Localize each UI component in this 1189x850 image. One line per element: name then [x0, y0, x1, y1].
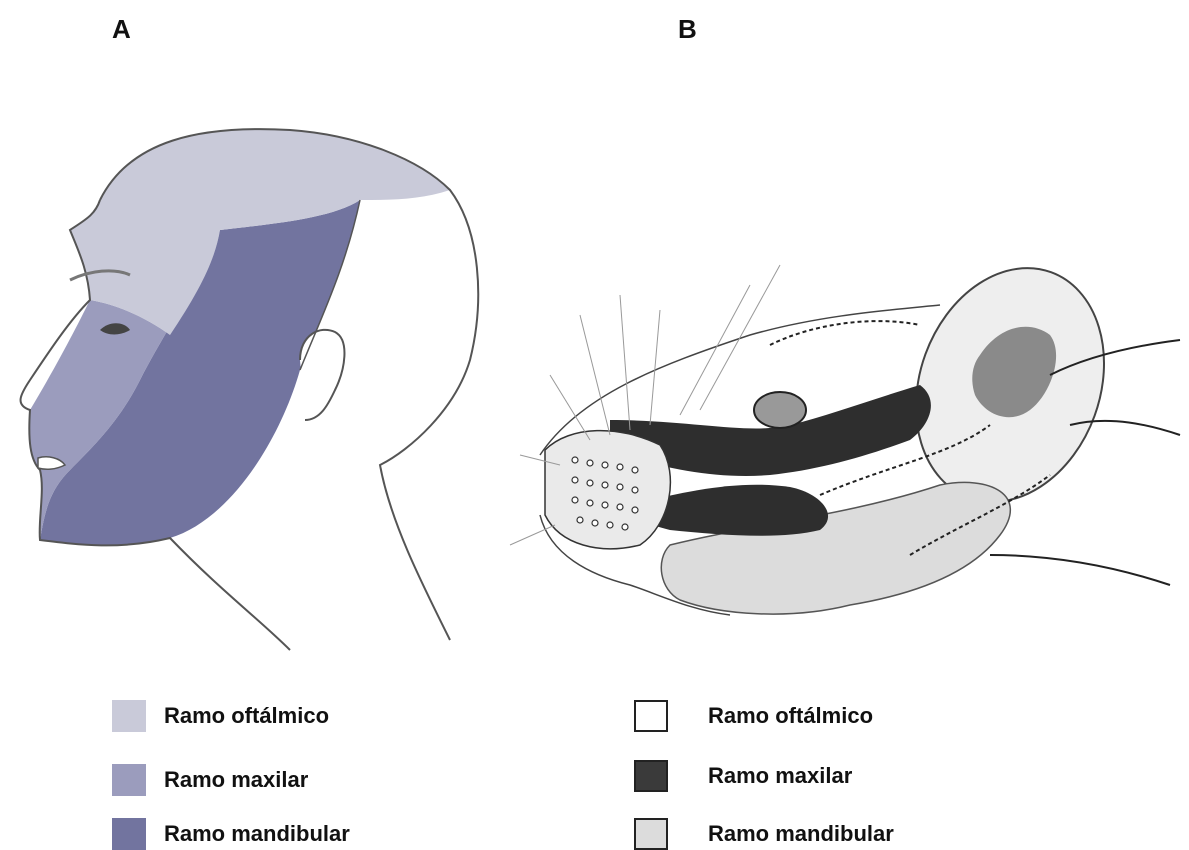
swatch-mandibular — [634, 818, 668, 850]
legend-a-item-maxillary: Ramo maxilar — [112, 764, 308, 796]
legend-b-item-mandibular: Ramo mandibular — [634, 818, 894, 850]
legend-b-item-ophthalmic: Ramo oftálmico — [634, 700, 873, 732]
swatch-maxillary — [634, 760, 668, 792]
legend-label: Ramo oftálmico — [164, 703, 329, 729]
panel-a-label: A — [112, 14, 131, 45]
legend-label: Ramo mandibular — [708, 821, 894, 847]
legend-label: Ramo mandibular — [164, 821, 350, 847]
legend-b-item-maxillary: Ramo maxilar — [634, 760, 852, 792]
legend-label: Ramo maxilar — [708, 763, 852, 789]
swatch-mandibular — [112, 818, 146, 850]
legend-a-item-mandibular: Ramo mandibular — [112, 818, 350, 850]
swatch-ophthalmic — [112, 700, 146, 732]
rodent-eye — [754, 392, 806, 428]
rodent-head-illustration — [490, 225, 1189, 685]
whisker-pad — [545, 431, 670, 549]
human-head-illustration — [0, 120, 500, 660]
swatch-maxillary — [112, 764, 146, 796]
legend-label: Ramo oftálmico — [708, 703, 873, 729]
legend-label: Ramo maxilar — [164, 767, 308, 793]
panel-b-label: B — [678, 14, 697, 45]
ear — [300, 330, 344, 420]
swatch-ophthalmic — [634, 700, 668, 732]
legend-a-item-ophthalmic: Ramo oftálmico — [112, 700, 329, 732]
